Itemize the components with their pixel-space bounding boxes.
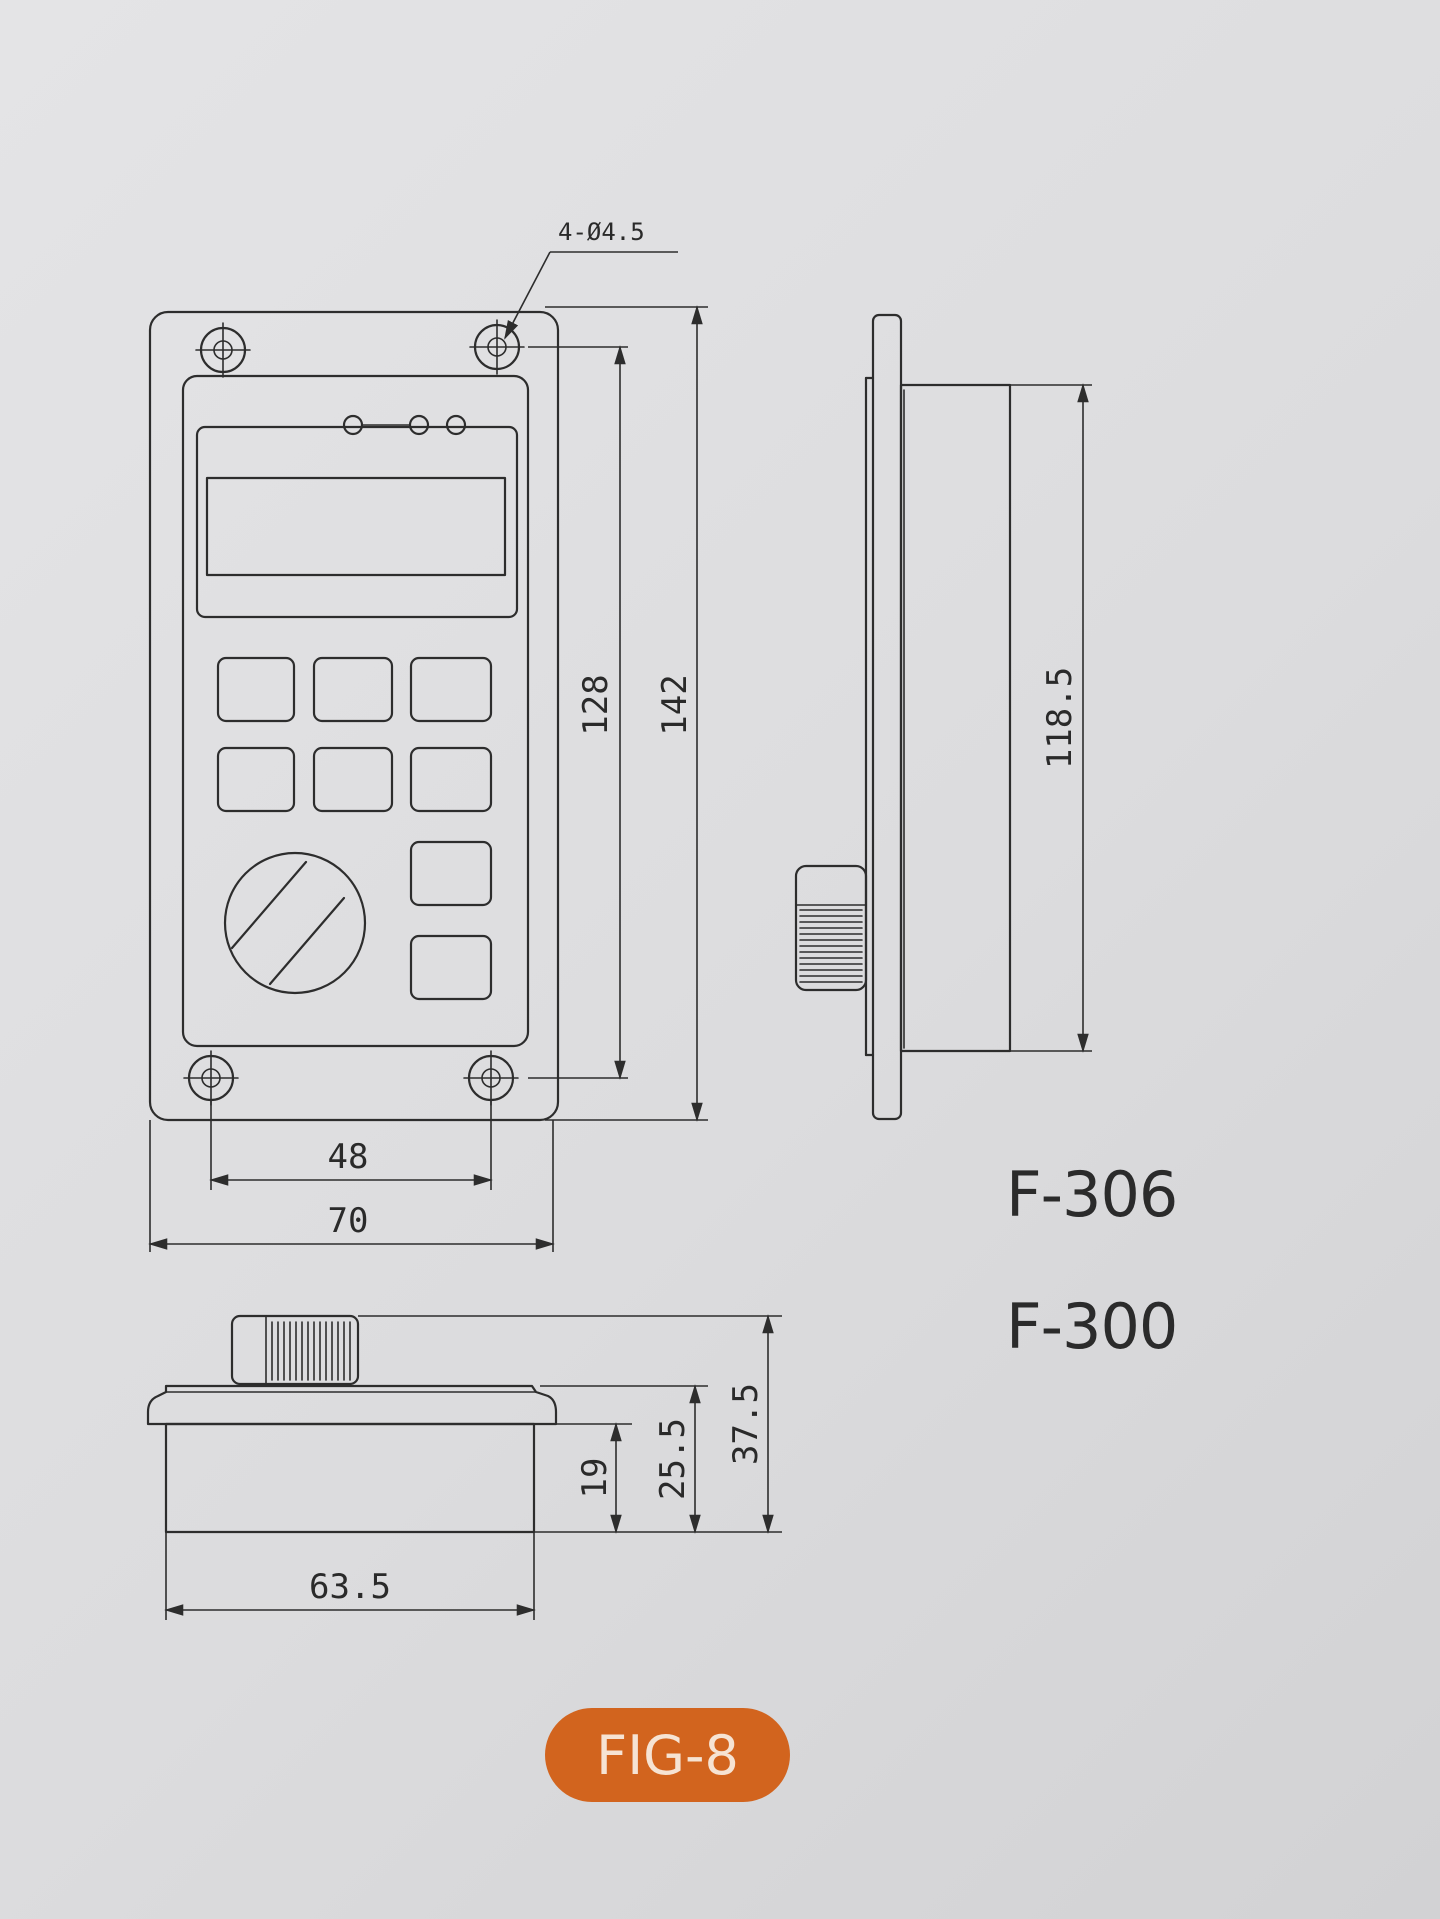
key-8 (409, 934, 493, 1001)
figure-label: FIG-8 (596, 1723, 739, 1787)
dimension-37-5-label: 37.5 (726, 1383, 766, 1465)
dimension-63-5: 63.5 (164, 1532, 536, 1620)
indicator-led-2 (408, 414, 430, 436)
dimension-19-label: 19 (575, 1458, 615, 1499)
key-5 (312, 746, 394, 813)
dimension-70-label: 70 (328, 1201, 369, 1241)
key-1 (216, 656, 296, 723)
mounting-hole-top-left (195, 322, 251, 378)
model-label-2: F-300 (1006, 1290, 1178, 1363)
key-6 (409, 746, 493, 813)
rotary-knob (223, 851, 367, 995)
dimension-37-5: 37.5 (726, 1314, 774, 1534)
dimension-48: 48 (209, 1100, 493, 1190)
mounting-hole-top-right (469, 319, 525, 375)
key-3 (409, 656, 493, 723)
dimension-118-5-label: 118.5 (1040, 667, 1080, 769)
side-body (899, 383, 1012, 1053)
lcd-screen (205, 476, 507, 577)
key-2 (312, 656, 394, 723)
front-view: 4-Ø4.5 128 142 48 70 (148, 218, 708, 1252)
indicator-led-3 (445, 414, 467, 436)
dimension-25-5: 25.5 (653, 1384, 701, 1534)
panel-face (181, 374, 530, 1048)
dimension-128: 128 (528, 345, 628, 1080)
bottom-knob (230, 1314, 360, 1386)
dimension-118-5: 118.5 (1010, 383, 1092, 1053)
display-window (195, 425, 519, 619)
dimension-63-5-label: 63.5 (309, 1567, 391, 1607)
hole-callout-text: 4-Ø4.5 (558, 218, 645, 246)
mounting-hole-bottom-right (463, 1050, 519, 1106)
dimension-19: 19 (575, 1422, 622, 1534)
dimension-142: 142 (545, 305, 708, 1122)
key-4 (216, 746, 296, 813)
dimension-25-5-label: 25.5 (653, 1418, 693, 1500)
dimension-70: 70 (148, 1120, 555, 1252)
side-knob (794, 864, 868, 992)
indicator-led-1 (342, 414, 364, 436)
hole-callout: 4-Ø4.5 (504, 218, 678, 340)
figure-badge: FIG-8 (545, 1708, 790, 1802)
dimension-48-label: 48 (328, 1137, 369, 1177)
model-label-1: F-306 (1006, 1158, 1178, 1231)
mounting-plate-outline (148, 310, 560, 1122)
side-view: 118.5 (794, 313, 1092, 1121)
bottom-body (164, 1422, 536, 1534)
bottom-view: 63.5 19 25.5 37.5 (146, 1314, 782, 1620)
mounting-hole-bottom-left (183, 1050, 239, 1106)
side-flange (871, 313, 903, 1121)
key-7 (409, 840, 493, 907)
dimension-142-label: 142 (655, 674, 695, 735)
dimension-128-label: 128 (576, 674, 616, 735)
